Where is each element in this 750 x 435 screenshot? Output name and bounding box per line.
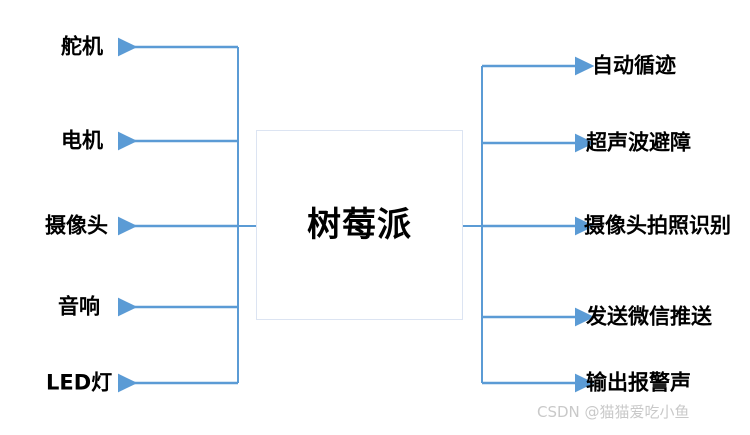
center-node-raspberry-pi: 树莓派 [256, 130, 463, 320]
input-label-duoji: 舵机 [61, 34, 103, 59]
output-label-alarm-sound: 输出报警声 [586, 370, 691, 395]
input-label-shexiangtou: 摄像头 [45, 213, 108, 238]
input-label-yinxiang: 音响 [58, 294, 100, 319]
csdn-watermark: CSDN @猫猫爱吃小鱼 [537, 403, 690, 421]
center-node-title: 树莓派 [307, 205, 412, 245]
output-label-ultrasonic-avoidance: 超声波避障 [586, 130, 691, 155]
output-label-auto-tracking: 自动循迹 [592, 53, 676, 78]
input-label-dianji: 电机 [61, 128, 103, 153]
output-label-wechat-push: 发送微信推送 [586, 304, 712, 329]
output-label-camera-photo-recognition: 摄像头拍照识别 [584, 213, 731, 238]
input-label-led-deng: LED灯 [46, 370, 113, 395]
